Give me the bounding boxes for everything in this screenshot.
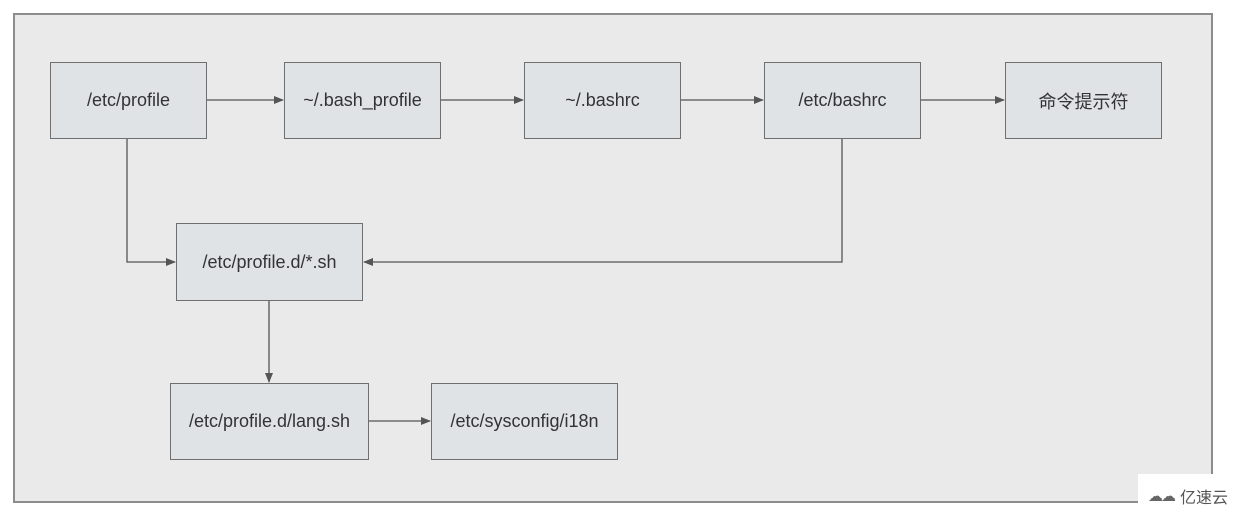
- node-command-prompt: 命令提示符: [1005, 62, 1162, 139]
- node-bashrc: ~/.bashrc: [524, 62, 681, 139]
- node-etc-profile: /etc/profile: [50, 62, 207, 139]
- watermark-text: 亿速云: [1179, 490, 1228, 507]
- node-etc-bashrc: /etc/bashrc: [764, 62, 921, 139]
- node-bash-profile: ~/.bash_profile: [284, 62, 441, 139]
- node-lang-sh: /etc/profile.d/lang.sh: [170, 383, 369, 460]
- node-profile-d-sh: /etc/profile.d/*.sh: [176, 223, 363, 301]
- arrow-profile-to-profile-d: [126, 139, 176, 266]
- node-i18n: /etc/sysconfig/i18n: [431, 383, 618, 460]
- cloud-logo-icon: ☁☁: [1147, 488, 1176, 505]
- watermark: ☁☁ 亿速云: [1138, 474, 1238, 518]
- arrow-etc-bashrc-to-profile-d: [363, 139, 843, 266]
